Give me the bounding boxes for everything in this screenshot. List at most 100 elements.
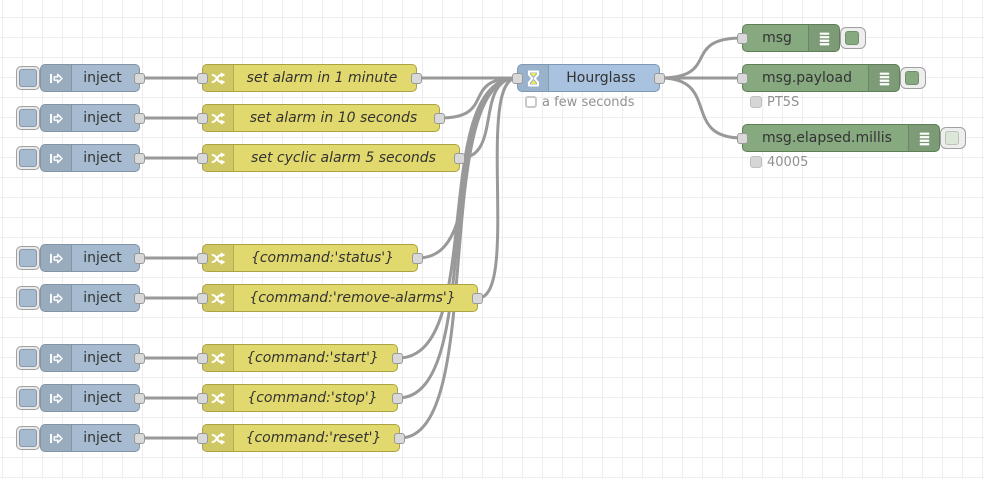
- inject-node[interactable]: inject: [16, 424, 145, 452]
- inject-node[interactable]: inject: [16, 284, 145, 312]
- input-port[interactable]: [737, 32, 748, 44]
- inject-node[interactable]: inject: [16, 144, 145, 172]
- inject-button-face: [19, 349, 37, 367]
- change-node[interactable]: {command:'remove-alarms'}: [197, 284, 483, 312]
- input-port[interactable]: [197, 252, 208, 264]
- debug-output-icon: [915, 129, 934, 148]
- inject-button[interactable]: [16, 146, 40, 170]
- inject-arrow-icon: [47, 109, 66, 128]
- inject-arrow-icon: [47, 429, 66, 448]
- inject-node[interactable]: inject: [16, 244, 145, 272]
- inject-button-face: [19, 109, 37, 127]
- node-icon-box: [203, 245, 234, 271]
- wire[interactable]: [476, 76, 519, 300]
- inject-button[interactable]: [16, 66, 40, 90]
- node-label: {command:'start'}: [246, 350, 379, 366]
- wire[interactable]: [398, 76, 519, 440]
- output-port[interactable]: [134, 72, 145, 84]
- output-port[interactable]: [392, 392, 403, 404]
- shuffle-icon: [209, 389, 228, 408]
- inject-button[interactable]: [16, 426, 40, 450]
- node-icon-box: [41, 245, 72, 271]
- output-port[interactable]: [454, 152, 465, 164]
- node-icon-box: [41, 425, 72, 451]
- wire[interactable]: [658, 36, 744, 80]
- output-port[interactable]: [394, 432, 405, 444]
- node-icon-box: [203, 385, 234, 411]
- node-icon-box: [41, 105, 72, 131]
- output-port[interactable]: [134, 252, 145, 264]
- inject-button[interactable]: [16, 106, 40, 130]
- input-port[interactable]: [737, 72, 748, 84]
- debug-node[interactable]: msg.elapsed.millis: [737, 124, 966, 152]
- output-port[interactable]: [134, 292, 145, 304]
- node-label: set alarm in 10 seconds: [249, 110, 418, 126]
- status-indicator-icon: [750, 96, 762, 108]
- output-port[interactable]: [134, 352, 145, 364]
- inject-button[interactable]: [16, 386, 40, 410]
- output-port[interactable]: [134, 432, 145, 444]
- node-label: inject: [83, 390, 122, 406]
- debug-toggle-button[interactable]: [840, 27, 866, 49]
- inject-button-face: [19, 289, 37, 307]
- wire[interactable]: [396, 76, 519, 400]
- input-port[interactable]: [197, 392, 208, 404]
- input-port[interactable]: [737, 132, 748, 144]
- inject-node[interactable]: inject: [16, 384, 145, 412]
- change-node[interactable]: {command:'reset'}: [197, 424, 405, 452]
- output-port[interactable]: [134, 152, 145, 164]
- wire[interactable]: [438, 76, 519, 120]
- node-icon-box: [41, 345, 72, 371]
- output-port[interactable]: [392, 352, 403, 364]
- node-label: inject: [83, 150, 122, 166]
- node-label: {command:'remove-alarms'}: [249, 290, 456, 306]
- debug-toggle-button[interactable]: [940, 127, 966, 149]
- inject-button-face: [19, 429, 37, 447]
- wire[interactable]: [658, 76, 744, 140]
- node-icon-box: [203, 105, 234, 131]
- inject-node[interactable]: inject: [16, 64, 145, 92]
- output-port[interactable]: [134, 392, 145, 404]
- debug-toggle-button[interactable]: [900, 67, 926, 89]
- change-node[interactable]: {command:'stop'}: [197, 384, 403, 412]
- debug-output-icon: [875, 69, 894, 88]
- inject-node[interactable]: inject: [16, 104, 145, 132]
- node-icon-box: [808, 25, 839, 51]
- output-port[interactable]: [472, 292, 483, 304]
- input-port[interactable]: [512, 72, 523, 84]
- output-port[interactable]: [134, 112, 145, 124]
- debug-node[interactable]: msg: [737, 24, 866, 52]
- node-icon-box: [41, 145, 72, 171]
- inject-button[interactable]: [16, 346, 40, 370]
- inject-button[interactable]: [16, 286, 40, 310]
- inject-button-face: [19, 69, 37, 87]
- input-port[interactable]: [197, 352, 208, 364]
- input-port[interactable]: [197, 432, 208, 444]
- shuffle-icon: [209, 149, 228, 168]
- output-port[interactable]: [654, 72, 665, 84]
- node-icon-box: [908, 125, 939, 151]
- debug-node[interactable]: msg.payload: [737, 64, 926, 92]
- node-icon-box: [41, 385, 72, 411]
- input-port[interactable]: [197, 112, 208, 124]
- node-icon-box: [203, 285, 234, 311]
- input-port[interactable]: [197, 292, 208, 304]
- inject-arrow-icon: [47, 289, 66, 308]
- inject-node[interactable]: inject: [16, 344, 145, 372]
- output-port[interactable]: [434, 112, 445, 124]
- change-node[interactable]: set alarm in 1 minute: [197, 64, 422, 92]
- hourglass-node[interactable]: Hourglass: [512, 64, 665, 92]
- input-port[interactable]: [197, 72, 208, 84]
- change-node[interactable]: set cyclic alarm 5 seconds: [197, 144, 465, 172]
- change-node[interactable]: {command:'start'}: [197, 344, 403, 372]
- inject-button[interactable]: [16, 246, 40, 270]
- output-port[interactable]: [412, 252, 423, 264]
- change-node[interactable]: set alarm in 10 seconds: [197, 104, 445, 132]
- output-port[interactable]: [411, 72, 422, 84]
- inject-arrow-icon: [47, 349, 66, 368]
- change-node[interactable]: {command:'status'}: [197, 244, 423, 272]
- node-status: a few seconds: [525, 95, 635, 110]
- input-port[interactable]: [197, 152, 208, 164]
